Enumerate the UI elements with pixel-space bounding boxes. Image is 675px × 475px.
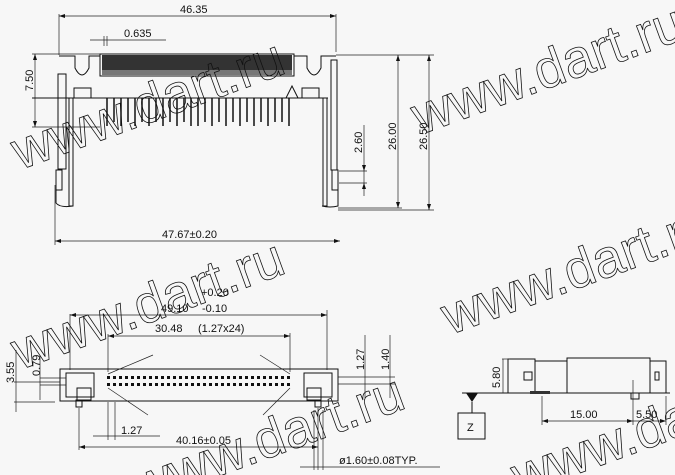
dim-post-diameter: ø1.60±0.08TYP. xyxy=(339,455,418,467)
dim-length-b: 5.50 xyxy=(636,409,657,421)
pin-grid xyxy=(107,376,290,386)
dim-tol-upper: +0.20 xyxy=(201,287,229,299)
dim-total-depth: 26.50 xyxy=(418,122,430,150)
dim-pin-pitch: 0.635 xyxy=(124,28,152,40)
front-view: +0.20 49.10 -0.10 30.48 (1.27x24) xyxy=(5,287,440,470)
dim-header-height: 7.50 xyxy=(24,70,36,91)
side-view: 5.80 15.00 5.50 Z xyxy=(457,357,670,440)
dim-post-spacing: 40.16±0.05 xyxy=(176,435,231,447)
svg-text:www.dart.ru: www.dart.ru xyxy=(3,227,292,381)
dim-offset: 0.79 xyxy=(31,355,43,376)
dim-row-pitch-a: 1.27 xyxy=(355,349,367,370)
dim-front-height: 3.55 xyxy=(5,362,17,383)
dim-pin-span-note: (1.27x24) xyxy=(198,323,244,335)
dim-pin-pitch-front: 1.27 xyxy=(121,425,142,437)
dim-width-nominal: 49.10 xyxy=(161,303,189,315)
pin-comb-upper xyxy=(102,55,292,75)
dim-length-a: 15.00 xyxy=(570,409,598,421)
dim-body-depth: 26.00 xyxy=(387,122,399,150)
pin-row-lower xyxy=(106,98,290,126)
datum-triangle-icon xyxy=(466,393,478,402)
svg-text:www.dart.ru: www.dart.ru xyxy=(3,27,292,181)
datum-label: Z xyxy=(467,422,474,434)
dim-outer-width: 47.67±0.20 xyxy=(162,229,217,241)
dim-overall-width: 46.35 xyxy=(180,4,208,16)
dim-pin-span: 30.48 xyxy=(155,323,183,335)
svg-text:www.dart.ru: www.dart.ru xyxy=(403,0,675,147)
dim-tol-lower: -0.10 xyxy=(202,303,227,315)
dim-latch-offset: 2.60 xyxy=(353,132,365,153)
top-view: 46.35 0.635 7.50 xyxy=(24,4,434,245)
dim-side-height: 5.80 xyxy=(491,367,503,388)
svg-text:www.dart.ru: www.dart.ru xyxy=(433,192,675,346)
dim-row-pitch-b: 1.40 xyxy=(380,349,392,370)
